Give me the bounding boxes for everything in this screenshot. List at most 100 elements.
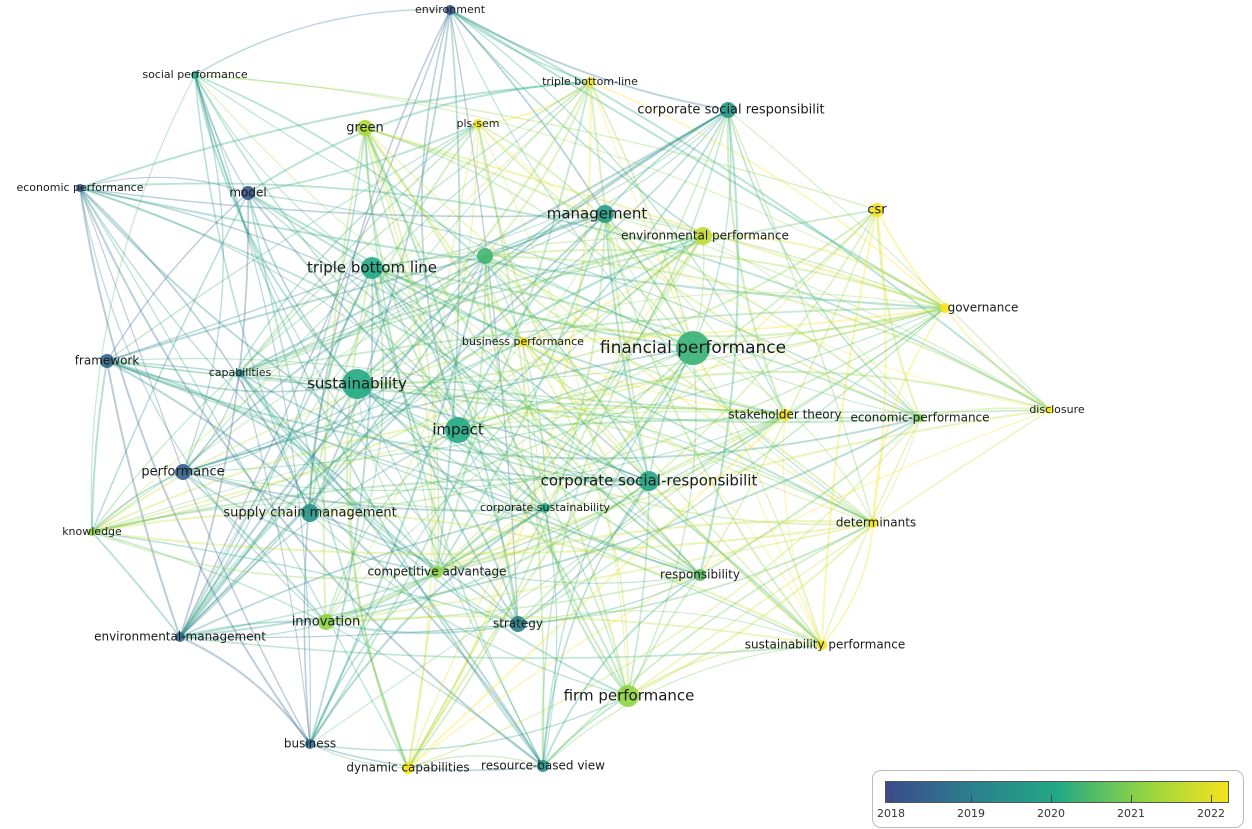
keyword-node[interactable]	[596, 205, 614, 223]
keyword-node[interactable]	[445, 5, 455, 15]
keyword-label[interactable]: sustainability	[307, 375, 407, 393]
keyword-label[interactable]: strategy	[493, 617, 543, 631]
keyword-label[interactable]: capabilities	[209, 366, 272, 379]
keyword-label[interactable]: dynamic capabilities	[346, 761, 469, 775]
keyword-node[interactable]	[870, 203, 884, 217]
keyword-node[interactable]	[241, 186, 255, 200]
keyword-label[interactable]: responsibility	[660, 568, 740, 582]
keyword-node[interactable]	[817, 640, 827, 650]
keyword-node[interactable]	[236, 369, 244, 377]
edge	[457, 429, 874, 526]
keyword-node[interactable]	[342, 369, 372, 399]
keyword-label[interactable]: impact	[432, 421, 484, 439]
keyword-label[interactable]: economic performance	[16, 181, 143, 194]
edge	[194, 8, 451, 76]
edge	[91, 307, 946, 533]
keyword-node[interactable]	[720, 102, 736, 118]
keyword-node[interactable]	[537, 760, 549, 772]
keyword-node[interactable]	[518, 337, 528, 347]
keyword-node[interactable]	[100, 354, 114, 368]
keyword-label[interactable]: innovation	[292, 615, 361, 630]
edge	[627, 574, 701, 697]
keyword-label[interactable]: resource-based view	[481, 759, 605, 773]
keyword-node[interactable]	[175, 464, 191, 480]
edge	[194, 74, 249, 194]
keyword-node[interactable]	[617, 685, 639, 707]
edge	[325, 123, 479, 623]
keyword-node[interactable]	[940, 303, 950, 313]
keyword-label[interactable]: corporate social-responsibilit	[541, 472, 758, 490]
keyword-node[interactable]	[540, 503, 550, 513]
keyword-node[interactable]	[431, 566, 443, 578]
keyword-label[interactable]: triple bottom-line	[542, 75, 638, 88]
keyword-node[interactable]	[916, 414, 924, 422]
keyword-label[interactable]: corporate social responsibilit	[637, 103, 824, 118]
keyword-label[interactable]: model	[229, 186, 266, 200]
keyword-node[interactable]	[402, 762, 414, 774]
keyword-label[interactable]: environmental-management	[94, 630, 266, 644]
keyword-label[interactable]: csr	[867, 203, 887, 218]
edge	[436, 235, 704, 573]
keyword-label[interactable]: triple bottom line	[307, 259, 437, 277]
keyword-label[interactable]: economic-performance	[850, 411, 989, 425]
keyword-node[interactable]	[473, 119, 483, 129]
keyword-node[interactable]	[301, 504, 319, 522]
keyword-label[interactable]: social performance	[142, 68, 248, 81]
keyword-node[interactable]	[305, 739, 315, 749]
edge	[364, 127, 546, 509]
keyword-label[interactable]: business performance	[462, 335, 584, 348]
keyword-label[interactable]: business	[284, 737, 336, 751]
keyword-label[interactable]: knowledge	[62, 525, 122, 538]
keyword-label[interactable]: performance	[141, 465, 224, 480]
edge	[90, 74, 196, 533]
keyword-node[interactable]	[361, 257, 383, 279]
keyword-label[interactable]: firm performance	[564, 687, 695, 705]
keyword-label[interactable]: pls-sem	[457, 117, 500, 130]
edge	[522, 213, 606, 343]
keyword-node[interactable]	[694, 569, 706, 581]
keyword-label[interactable]: stakeholder theory	[728, 408, 841, 422]
keyword-node[interactable]	[676, 331, 710, 365]
edge	[484, 255, 1051, 411]
keyword-node[interactable]	[445, 417, 471, 443]
keyword-label[interactable]: corporate sustainability	[480, 501, 611, 514]
keyword-label[interactable]: disclosure	[1029, 403, 1085, 416]
keyword-node[interactable]	[779, 409, 791, 421]
keyword-node[interactable]	[1046, 406, 1054, 414]
keyword-label[interactable]: governance	[948, 301, 1019, 315]
keyword-node[interactable]	[868, 518, 878, 528]
keyword-node[interactable]	[318, 614, 334, 630]
edge	[105, 360, 181, 638]
keyword-label[interactable]: sustainability performance	[745, 638, 906, 652]
keyword-label[interactable]: financial performance	[600, 338, 786, 358]
keyword-node[interactable]	[639, 471, 659, 491]
keyword-label[interactable]: environmental performance	[621, 229, 789, 243]
edge	[875, 209, 921, 419]
edge	[420, 9, 459, 431]
edge	[872, 307, 946, 524]
keyword-label[interactable]: supply chain management	[223, 506, 396, 521]
keyword-label[interactable]: environment	[415, 3, 486, 16]
keyword-node[interactable]	[76, 184, 84, 192]
keyword-label[interactable]: competitive advantage	[367, 565, 506, 579]
keyword-node[interactable]	[694, 227, 712, 245]
keyword-node[interactable]	[585, 77, 595, 87]
keyword-label[interactable]: management	[547, 205, 648, 223]
edge	[522, 329, 694, 349]
keyword-label[interactable]: determinants	[836, 516, 916, 530]
keyword-label[interactable]: framework	[75, 354, 140, 368]
keyword-node[interactable]	[357, 120, 373, 136]
edge	[182, 235, 704, 473]
edges	[79, 8, 1051, 771]
edge	[239, 235, 704, 374]
edge	[179, 636, 823, 659]
tick	[1051, 795, 1052, 803]
keyword-node[interactable]	[88, 528, 96, 536]
keyword-node[interactable]	[191, 71, 199, 79]
keyword-node[interactable]	[477, 248, 493, 264]
keyword-node[interactable]	[510, 616, 526, 632]
keyword-node[interactable]	[175, 632, 185, 642]
edge	[522, 307, 946, 343]
keyword-label[interactable]: green	[346, 121, 384, 136]
